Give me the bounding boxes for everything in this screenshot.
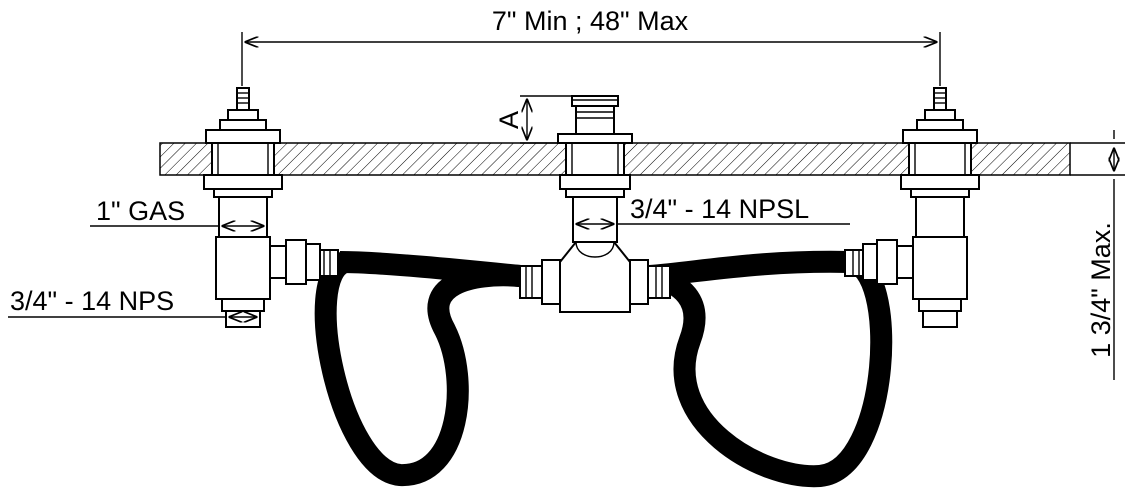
deck-max-label: 1 3/4" Max.	[1086, 222, 1116, 358]
spread-label: 7" Min ; 48" Max	[492, 6, 689, 36]
right-valve	[844, 87, 980, 328]
height-a-label: A	[494, 111, 524, 129]
center-tee	[519, 95, 671, 313]
npsl-label: 3/4" - 14 NPSL	[630, 194, 809, 224]
height-a-dimension	[520, 95, 572, 144]
nps-label: 3/4" - 14 NPS	[10, 286, 174, 316]
spread-dimension	[241, 32, 941, 86]
gas-label: 1" GAS	[96, 196, 185, 226]
right-hose	[647, 250, 893, 488]
left-hose	[314, 251, 522, 486]
deck-slab	[159, 142, 1125, 176]
